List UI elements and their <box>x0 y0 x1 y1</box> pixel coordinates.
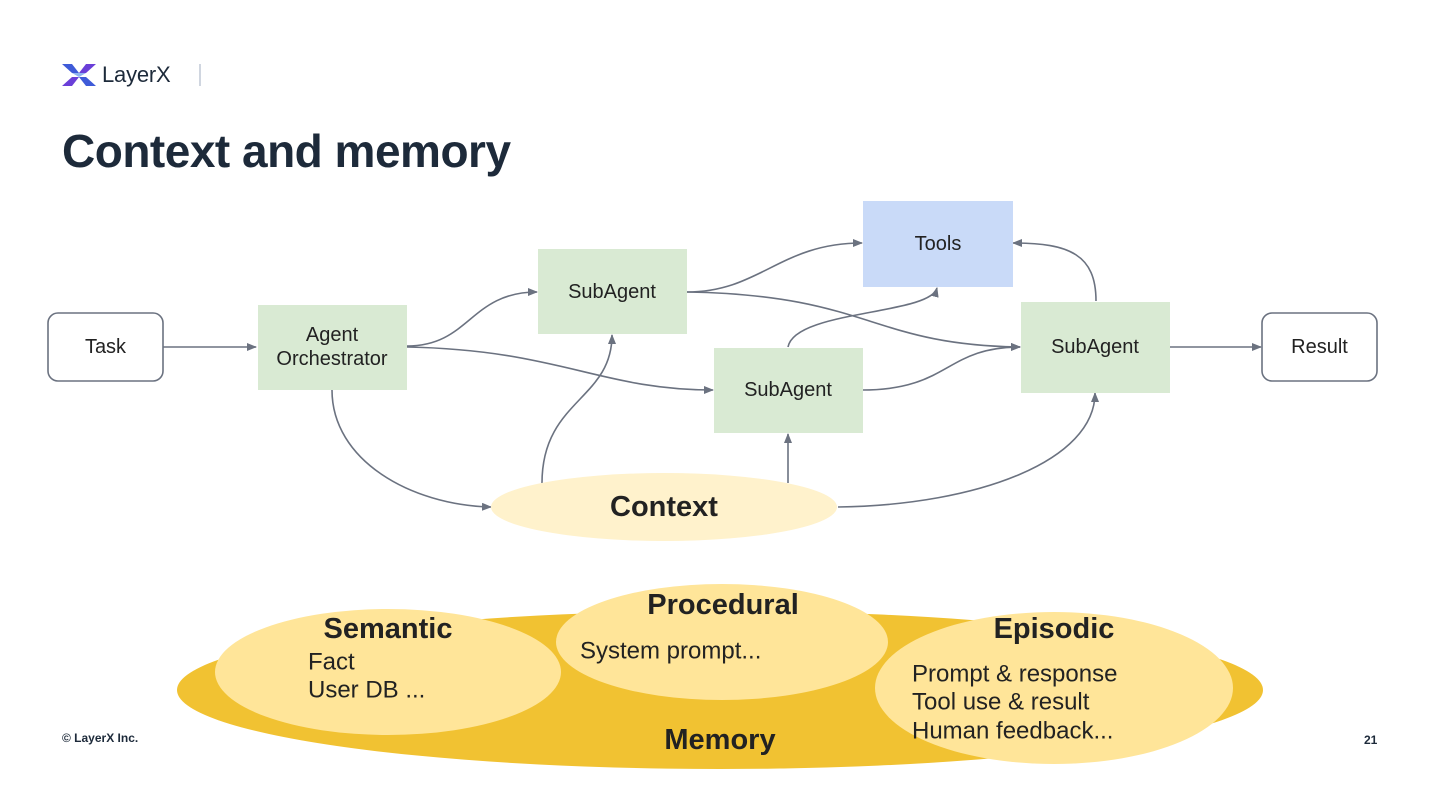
connectors <box>163 239 1262 511</box>
result-node: Result <box>1261 312 1378 382</box>
subagent-middle-node: SubAgent <box>714 348 863 433</box>
arrow-orchestrator-to-subagent-middle <box>406 346 714 394</box>
episodic-title: Episodic <box>994 613 1115 645</box>
arrow-subagent-top-to-tools <box>686 239 863 293</box>
episodic-line3: Human feedback... <box>912 718 1113 745</box>
subagent-middle-label: SubAgent <box>744 379 832 401</box>
brand-name: LayerX <box>102 62 171 87</box>
arrow-subagent-right-to-tools <box>1012 239 1097 302</box>
episodic-line1: Prompt & response <box>912 661 1117 688</box>
semantic-line2: User DB ... <box>308 677 425 704</box>
semantic-line1: Fact <box>308 649 355 676</box>
episodic-ellipse <box>875 612 1233 764</box>
arrow-subagent-middle-to-subagent-right <box>861 343 1021 391</box>
procedural-ellipse <box>556 584 888 700</box>
subagent-top-label: SubAgent <box>568 281 656 303</box>
result-label: Result <box>1291 336 1348 358</box>
procedural-title: Procedural <box>647 589 799 621</box>
arrow-context-to-subagent-top <box>541 334 616 484</box>
semantic-ellipse <box>215 609 561 735</box>
episodic-line2: Tool use & result <box>912 689 1090 716</box>
page-title: Context and memory <box>62 125 511 177</box>
subagent-top-node: SubAgent <box>538 249 687 334</box>
page-number: 21 <box>1364 733 1378 747</box>
arrow-context-to-subagent-right <box>837 392 1099 508</box>
subagent-right-label: SubAgent <box>1051 336 1139 358</box>
subagent-right-node: SubAgent <box>1021 302 1170 393</box>
orchestrator-label-line2: Orchestrator <box>276 348 387 370</box>
task-label: Task <box>85 336 127 358</box>
memory-group: Semantic Fact User DB ... Procedural Sys… <box>177 584 1263 769</box>
arrow-subagent-top-to-subagent-right <box>686 291 1021 351</box>
arrow-orchestrator-to-subagent-top <box>406 288 538 347</box>
layerx-logo-icon <box>62 64 96 86</box>
procedural-line1: System prompt... <box>580 638 761 665</box>
orchestrator-node: Agent Orchestrator <box>258 305 407 390</box>
context-label: Context <box>610 491 718 523</box>
layerx-logo: LayerX <box>62 60 171 90</box>
tools-label: Tools <box>915 233 962 255</box>
tools-node: Tools <box>863 201 1013 287</box>
header-divider <box>199 64 201 86</box>
context-node: Context <box>491 473 837 541</box>
semantic-title: Semantic <box>324 613 453 645</box>
arrow-subagent-middle-to-tools <box>787 287 939 348</box>
task-node: Task <box>47 312 164 382</box>
memory-label: Memory <box>664 724 775 756</box>
arrow-orchestrator-to-context <box>331 389 492 511</box>
orchestrator-label-line1: Agent <box>306 324 359 346</box>
footer-copyright: © LayerX Inc. <box>62 731 139 745</box>
